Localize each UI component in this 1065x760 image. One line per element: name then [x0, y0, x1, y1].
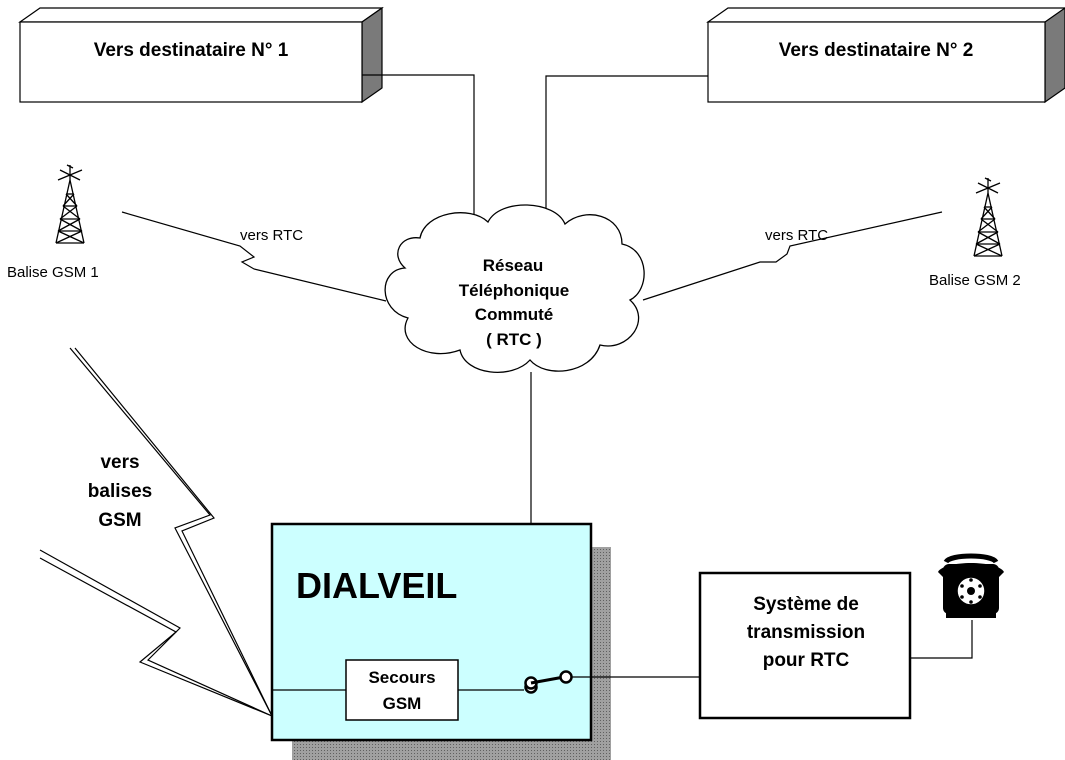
zigzag-balise2	[642, 211, 943, 301]
rtc-line-2: Téléphonique	[459, 281, 570, 300]
transmission-line-3: pour RTC	[763, 650, 850, 671]
destination-box-1: Vers destinataire N° 1	[18, 6, 384, 104]
gsm-link-line-3: GSM	[98, 510, 141, 531]
rtc-line-3: Commuté	[475, 305, 553, 324]
rtc-line-1: Réseau	[483, 256, 543, 275]
link-1-label: vers RTC	[240, 227, 303, 244]
zigzag-balise1	[121, 211, 387, 302]
rtc-label: Réseau Téléphonique Commuté ( RTC )	[459, 256, 570, 349]
balise-1-label: Balise GSM 1	[7, 264, 99, 281]
antenna-tower-icon	[55, 164, 85, 244]
cloud-icon	[384, 204, 645, 373]
dialveil-title: DIALVEIL	[296, 565, 457, 606]
telephone-icon	[938, 553, 1004, 618]
transmission-line-2: transmission	[747, 622, 865, 643]
line-transmission-phone	[910, 620, 973, 659]
dialveil-box: DIALVEIL	[270, 522, 611, 760]
destination-box-2: Vers destinataire N° 2	[706, 7, 1065, 104]
gsm-link-line-2: balises	[88, 481, 152, 502]
transmission-box: Système de transmission pour RTC	[698, 571, 912, 720]
link-2-label: vers RTC	[765, 227, 828, 244]
line-dest2-rtc	[545, 75, 708, 222]
secours-line-2: GSM	[383, 694, 422, 713]
gsm-link-label: vers balises GSM	[88, 452, 152, 531]
gsm-wireless-links	[39, 347, 273, 717]
wireless-links	[121, 211, 943, 302]
gsm-link-line-1: vers	[100, 452, 139, 473]
rtc-line-4: ( RTC )	[486, 330, 542, 349]
balise-2-label: Balise GSM 2	[929, 272, 1021, 289]
secours-gsm-box: Secours GSM	[345, 659, 459, 721]
transmission-line-1: Système de	[753, 594, 859, 615]
destination-2-label: Vers destinataire N° 2	[779, 40, 974, 61]
destination-1-label: Vers destinataire N° 1	[94, 40, 289, 61]
secours-line-1: Secours	[368, 668, 435, 687]
line-dest1-rtc	[362, 74, 475, 222]
antenna-tower-icon	[973, 177, 1003, 257]
